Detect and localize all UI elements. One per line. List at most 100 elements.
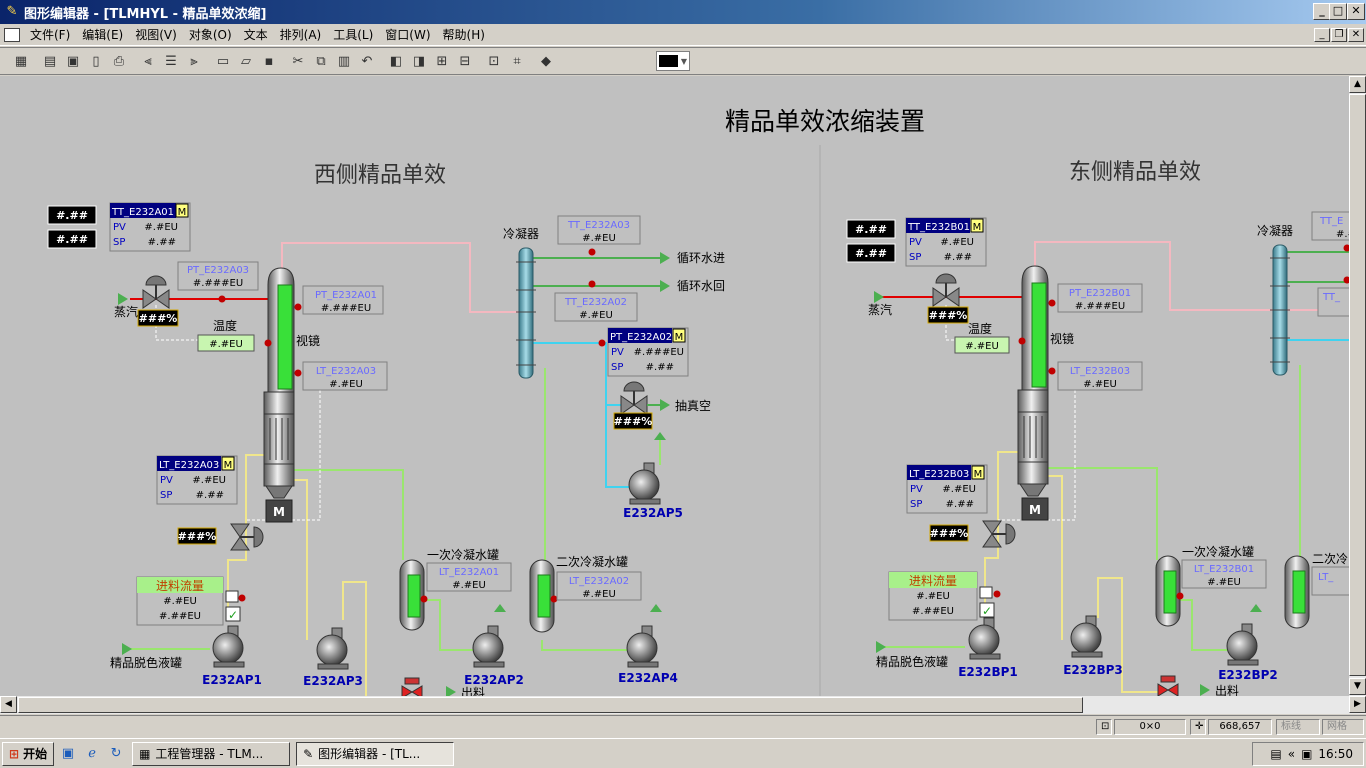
- ie-icon[interactable]: ℯ: [88, 746, 96, 761]
- west-pt01-indicator[interactable]: PT_E232A01 #.###EU: [302, 285, 384, 315]
- group-icon[interactable]: ⊞: [436, 53, 448, 69]
- west-pump-ap5[interactable]: [628, 462, 661, 505]
- doc-minimize-button[interactable]: _: [1314, 28, 1330, 42]
- menu-edit[interactable]: 编辑(E): [82, 27, 124, 42]
- svg-text:#.#EU: #.#EU: [144, 222, 178, 233]
- east-pump-bp1[interactable]: [968, 617, 1001, 660]
- undo-icon[interactable]: ↶: [361, 53, 373, 69]
- scroll-up-icon[interactable]: ▲: [1349, 76, 1366, 93]
- svg-text:M: M: [974, 469, 983, 480]
- east-outlet-valve[interactable]: [1157, 675, 1179, 696]
- task-graphics-editor[interactable]: ✎ 图形编辑器 - [TL...: [296, 741, 455, 766]
- west-lt01-indicator[interactable]: LT_E232A01 #.#EU: [426, 562, 512, 592]
- grid-icon[interactable]: ▦: [14, 53, 28, 69]
- west-temp-controller[interactable]: TT_E232A01 M PV #.#EU SP #.##: [109, 202, 191, 252]
- menu-tools[interactable]: 工具(L): [333, 27, 374, 42]
- drawing-canvas[interactable]: 精品单效浓缩装置 西侧精品单效 #.## #.## TT_E232A01: [0, 76, 1349, 696]
- page-icon[interactable]: ▯: [92, 53, 100, 69]
- east-steam-valve[interactable]: [932, 273, 960, 307]
- east-temp-controller[interactable]: TT_E232B01 M PV #.#EU SP #.##: [905, 217, 987, 267]
- menu-window[interactable]: 窗口(W): [385, 27, 431, 42]
- west-tt02-indicator[interactable]: TT_E232A02 #.#EU: [554, 292, 638, 322]
- print-preview-icon[interactable]: ⎙: [113, 53, 125, 69]
- app-icon: ✎: [6, 4, 18, 19]
- scroll-right-icon[interactable]: ▶: [1349, 696, 1366, 713]
- send-back-icon[interactable]: ◨: [412, 53, 426, 69]
- west-lt02-indicator[interactable]: LT_E232A02 #.#EU: [556, 571, 642, 601]
- paste-icon[interactable]: ▥: [337, 53, 351, 69]
- east-pump-bp2[interactable]: [1226, 623, 1259, 666]
- west-lt03-indicator[interactable]: LT_E232A03 #.#EU: [302, 361, 388, 391]
- horizontal-scrollbar[interactable]: ◀ ▶: [0, 696, 1366, 714]
- scroll-left-icon[interactable]: ◀: [0, 696, 17, 713]
- east-feed-flow[interactable]: 进料流量 #.#EU #.##EU: [888, 571, 978, 621]
- doc-restore-button[interactable]: ❐: [1331, 28, 1347, 42]
- west-pressure-controller[interactable]: PT_E232A02 M PV #.###EU SP #.##: [607, 327, 689, 377]
- west-pt03-indicator[interactable]: PT_E232A03 #.###EU: [177, 261, 259, 291]
- library-icon[interactable]: ▣: [66, 53, 80, 69]
- line-color-select[interactable]: ▼: [656, 51, 690, 71]
- west-pump-ap3[interactable]: [316, 627, 349, 670]
- tray-expand[interactable]: «: [1287, 747, 1296, 761]
- align-right-icon[interactable]: ⫸: [190, 53, 198, 69]
- west-pump-ap2-label: E232AP2: [464, 673, 524, 687]
- copy-icon[interactable]: ⧉: [316, 53, 326, 69]
- bring-front-icon[interactable]: ◧: [389, 53, 403, 69]
- menu-file[interactable]: 文件(F): [30, 27, 71, 42]
- west-level-controller[interactable]: LT_E232A03 M PV #.#EU SP #.##: [156, 455, 238, 505]
- menu-view[interactable]: 视图(V): [135, 27, 177, 42]
- east-lt03-indicator[interactable]: LT_E232B03 #.#EU: [1057, 361, 1143, 391]
- media-icon[interactable]: ↻: [110, 746, 122, 761]
- task-project-manager[interactable]: ▦ 工程管理器 - TLM...: [132, 741, 291, 766]
- properties-icon[interactable]: ▤: [43, 53, 57, 69]
- keyboard-icon[interactable]: ▤: [1270, 747, 1282, 761]
- start-button[interactable]: ⊞ 开始: [2, 741, 55, 766]
- vertical-scrollbar[interactable]: ▲ ▼: [1349, 76, 1366, 696]
- size-icon[interactable]: ⊡: [488, 53, 500, 69]
- align-left-icon[interactable]: ⫷: [144, 53, 152, 69]
- menu-arrange[interactable]: 排列(A): [279, 27, 322, 42]
- doc-close-button[interactable]: ✕: [1348, 28, 1364, 42]
- close-button[interactable]: ✕: [1347, 3, 1365, 20]
- svg-text:SP: SP: [611, 362, 623, 373]
- west-pump-ap1[interactable]: [212, 625, 245, 668]
- east-pt01-indicator[interactable]: PT_E232B01 #.###EU: [1057, 283, 1143, 313]
- west-feed-flow[interactable]: 进料流量 #.#EU #.##EU: [136, 576, 224, 626]
- menu-object[interactable]: 对象(O): [188, 27, 232, 42]
- status-grid[interactable]: 网格: [1322, 719, 1364, 735]
- west-pump-ap2[interactable]: [472, 625, 505, 668]
- menu-text[interactable]: 文本: [243, 27, 268, 42]
- east-condenser: [1270, 244, 1290, 376]
- document-icon[interactable]: [4, 27, 20, 42]
- vertical-scroll-thumb[interactable]: [1349, 94, 1366, 676]
- east-pump-bp3[interactable]: [1070, 615, 1103, 658]
- west-tt03-indicator[interactable]: TT_E232A03 #.#EU: [557, 215, 641, 245]
- svg-text:TT_E232A03: TT_E232A03: [567, 220, 630, 231]
- svg-text:M: M: [675, 332, 684, 343]
- east-level-valve-pct: ###%: [930, 527, 969, 540]
- desktop-icon[interactable]: ▣: [61, 746, 75, 761]
- new-file-icon[interactable]: ▭: [216, 53, 230, 69]
- east-level-controller[interactable]: LT_E232B03 M PV #.#EU SP #.##: [906, 464, 988, 514]
- snap-icon[interactable]: ⌗: [513, 53, 521, 69]
- maximize-button[interactable]: □: [1329, 3, 1347, 20]
- ungroup-icon[interactable]: ⊟: [459, 53, 471, 69]
- book-icon[interactable]: ◆: [541, 53, 551, 69]
- east-tank2: [1284, 555, 1310, 629]
- open-folder-icon[interactable]: ▱: [241, 53, 251, 69]
- west-steam-valve[interactable]: [142, 275, 170, 309]
- menu-help[interactable]: 帮助(H): [442, 27, 485, 42]
- network-icon[interactable]: ▣: [1301, 747, 1313, 761]
- scroll-down-icon[interactable]: ▼: [1349, 678, 1366, 695]
- save-icon[interactable]: ▪: [264, 53, 274, 69]
- west-outlet-valve[interactable]: [401, 677, 423, 696]
- horizontal-scroll-thumb[interactable]: [18, 697, 1083, 713]
- align-center-icon[interactable]: ☰: [165, 53, 177, 69]
- svg-text:TT_E232A01: TT_E232A01: [111, 207, 174, 218]
- west-vacuum-valve[interactable]: [620, 381, 648, 415]
- west-level-valve-pct: ###%: [178, 530, 217, 543]
- east-lt01-indicator[interactable]: LT_E232B01 #.#EU: [1181, 559, 1267, 589]
- status-guide[interactable]: 标线: [1276, 719, 1320, 735]
- cut-icon[interactable]: ✂: [292, 53, 304, 69]
- west-pump-ap4[interactable]: [626, 625, 659, 668]
